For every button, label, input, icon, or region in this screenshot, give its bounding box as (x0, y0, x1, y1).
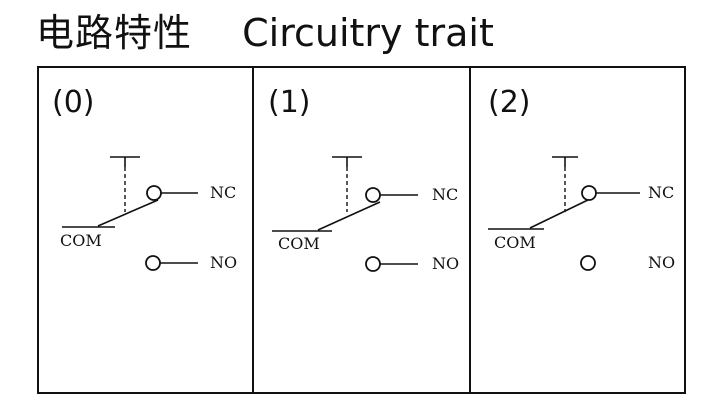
nc-terminal (365, 187, 381, 203)
nc-terminal (146, 185, 162, 201)
panel-label: (0) (52, 85, 95, 120)
panel-label: (2) (488, 85, 531, 120)
panel-label: (1) (268, 85, 311, 120)
panel-2: (2) NC NO COM (488, 85, 675, 272)
page-title: 电路特性 Circuitry trait (36, 8, 494, 58)
switch-lever (529, 197, 593, 229)
diagram-frame (37, 66, 686, 394)
no-terminal (365, 256, 381, 272)
nc-label: NC (648, 183, 674, 202)
nc-terminal (581, 185, 597, 201)
panel-0: (0) NC NO COM (52, 85, 237, 272)
title-english: Circuitry trait (242, 11, 494, 55)
com-label: COM (278, 234, 320, 253)
switch-lever (97, 199, 159, 227)
com-label: COM (494, 233, 536, 252)
nc-label: NC (210, 183, 236, 202)
nc-label: NC (432, 185, 458, 204)
panel-1: (1) NC NO COM (268, 85, 459, 273)
switch-lever (317, 201, 381, 231)
no-terminal (145, 255, 161, 271)
no-label: NO (210, 253, 237, 272)
no-label: NO (648, 253, 675, 272)
no-label: NO (432, 254, 459, 273)
title-chinese: 电路特性 (36, 11, 193, 55)
com-label: COM (60, 231, 102, 250)
no-terminal (580, 255, 596, 271)
